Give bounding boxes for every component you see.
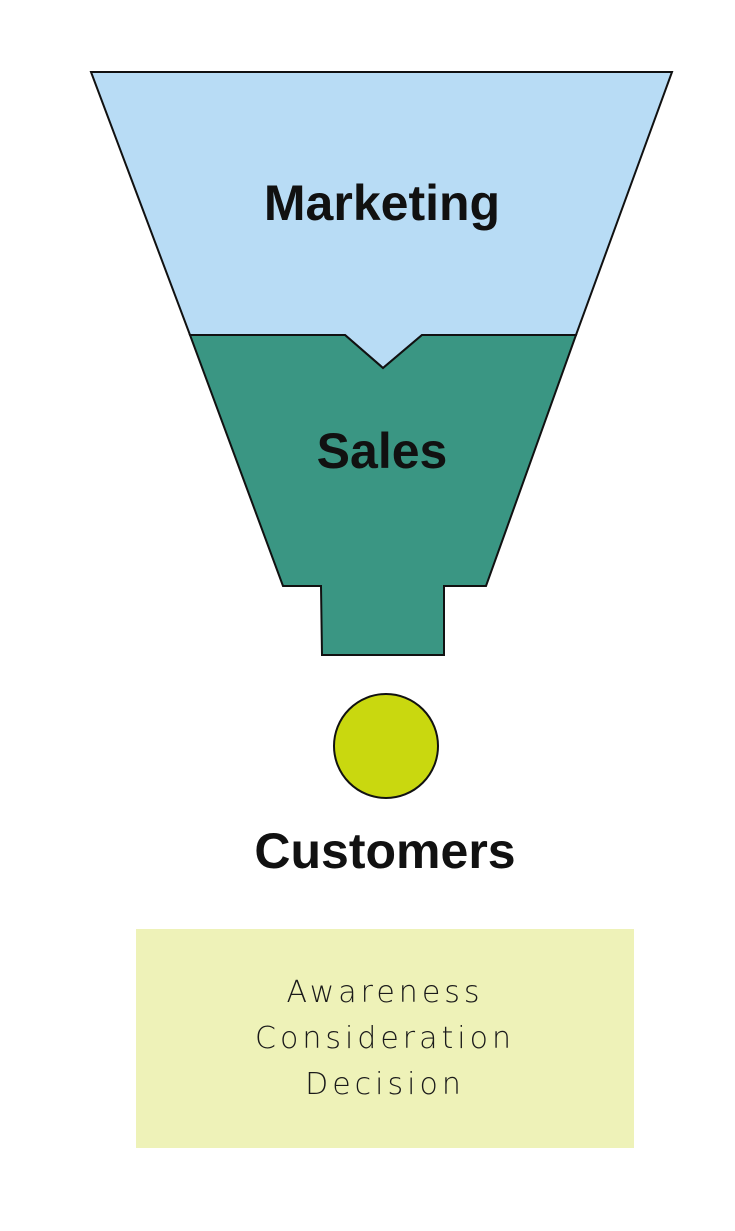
marketing-label: Marketing (264, 175, 500, 231)
journey-steps-box: Awareness Consideration Decision (136, 929, 634, 1148)
customers-label: Customers (254, 823, 515, 879)
step-decision: Decision (305, 1066, 465, 1102)
customer-dot (333, 693, 439, 799)
step-consideration: Consideration (255, 1020, 515, 1056)
sales-stage-shape (188, 334, 578, 656)
step-awareness: Awareness (286, 974, 484, 1010)
sales-label: Sales (317, 423, 448, 479)
